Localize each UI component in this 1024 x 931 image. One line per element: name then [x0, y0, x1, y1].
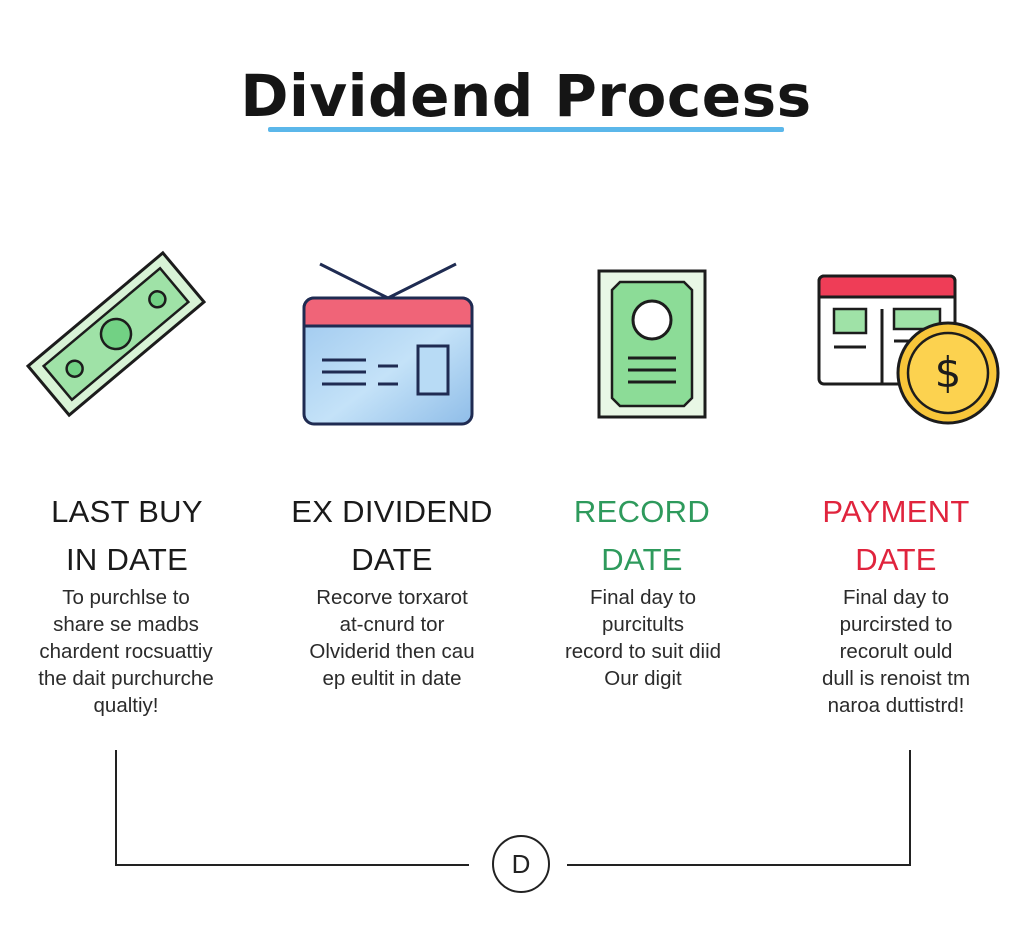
- stage-title-record: RECORD DATE: [573, 494, 711, 577]
- bracket-bottom-left: [115, 864, 469, 866]
- stage-desc-record: Final day to purcitults record to suit d…: [564, 586, 722, 690]
- tv-icon: [302, 262, 474, 426]
- bracket-left-vertical: [115, 750, 117, 866]
- svg-text:$: $: [935, 348, 962, 397]
- connector-circle: D: [492, 835, 550, 893]
- calendar-coin-icon: $: [817, 274, 1000, 425]
- stage-desc-payment: Final day to purcirsted to recorult ould…: [821, 586, 971, 717]
- title-underline: [268, 127, 784, 132]
- stage-desc-ex-dividend: Recorve torxarot at-cnurd tor Olviderid …: [309, 586, 475, 690]
- stage-desc-last-buy: To purchlse to share se madbs chardent r…: [38, 586, 214, 717]
- banknote-icon: [26, 250, 206, 418]
- stage-title-payment: PAYMENT DATE: [822, 494, 970, 577]
- stage-title-ex-dividend: EX DIVIDEND DATE: [291, 494, 493, 577]
- certificate-icon: [597, 269, 707, 419]
- bracket-right-vertical: [909, 750, 911, 866]
- bracket-bottom-right: [567, 864, 911, 866]
- stage-title-last-buy: LAST BUY IN DATE: [51, 494, 203, 577]
- page-title: Dividend Process: [240, 62, 812, 130]
